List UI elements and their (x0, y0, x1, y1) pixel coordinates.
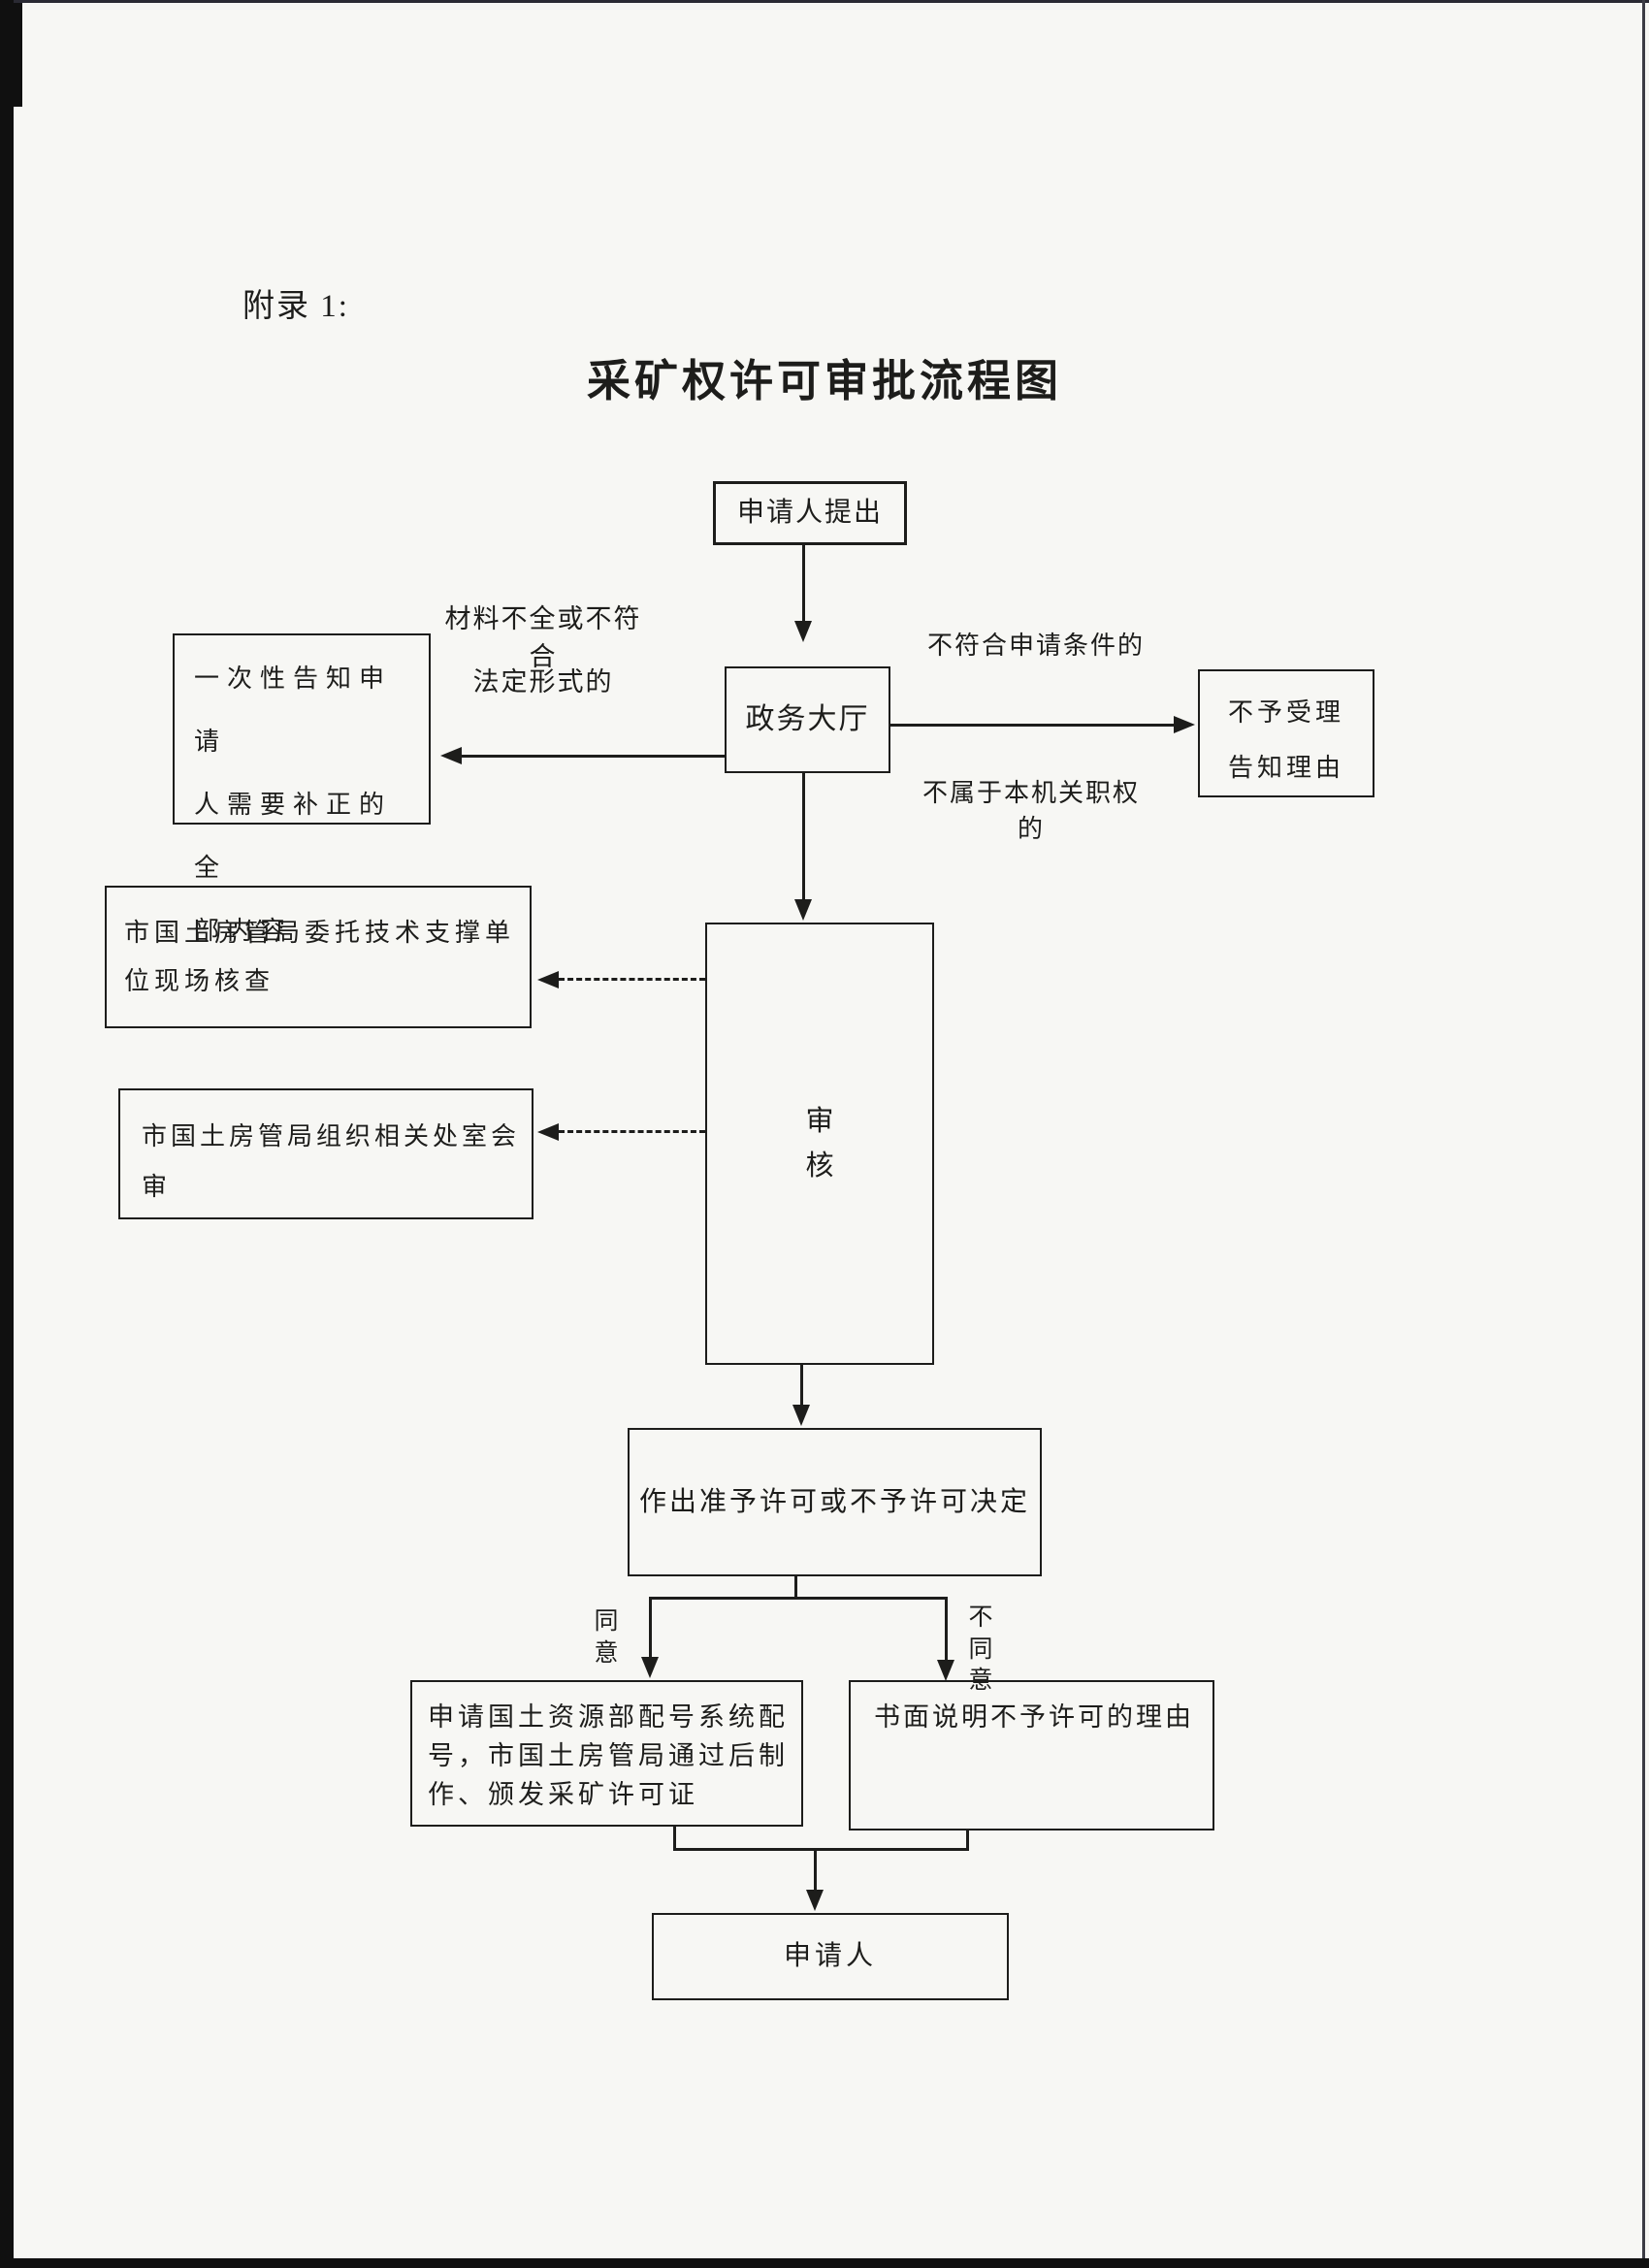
arrowhead-hall-to-notify (440, 747, 462, 764)
connector-review-to-field-dashed (559, 978, 705, 981)
node-written-explanation: 书面说明不予许可的理由 (849, 1680, 1214, 1831)
node-review: 审 核 (705, 923, 934, 1365)
node-joint-review: 市国土房管局组织相关处室会 审 (118, 1088, 534, 1219)
page-title: 采矿权许可审批流程图 (586, 357, 1062, 405)
edge-label-agree: 同意 (594, 1608, 619, 1667)
connector-disagree-branch (945, 1597, 948, 1661)
arrowhead-review-to-joint (537, 1123, 559, 1141)
connector-merge-to-applicant (814, 1848, 817, 1890)
appendix-label: 附录 1: (242, 289, 349, 324)
node-decision-label: 作出准予许可或不予许可决定 (638, 1486, 1030, 1517)
connector-split-horizontal (649, 1597, 948, 1600)
connector-license-down (673, 1827, 676, 1851)
node-not-accepted: 不予受理 告知理由 (1198, 669, 1374, 797)
node-service-hall: 政务大厅 (725, 666, 890, 773)
scan-edge-left-top (14, 0, 22, 107)
connector-merge-horizontal (673, 1848, 968, 1851)
node-not-accepted-line2: 告知理由 (1227, 754, 1344, 782)
scan-edge-right (1642, 0, 1645, 2268)
scan-edge-left (0, 0, 14, 2258)
node-notify-correction-line2: 人需要补正的全 (194, 791, 393, 882)
node-notify-correction: 一次性告知申请 人需要补正的全 部内容 (173, 633, 431, 945)
node-notify-correction-line1: 一次性告知申请 (194, 664, 393, 756)
scan-edge-bottom (0, 2258, 1649, 2268)
node-field-verification-line2: 位现场核查 (124, 967, 275, 995)
node-joint-review-line2: 审 (142, 1173, 172, 1201)
node-review-char1: 审 (805, 1106, 834, 1137)
connector-agree-branch (649, 1597, 652, 1658)
edge-label-not-meeting-conditions: 不符合申请条件的 (926, 632, 1145, 660)
connector-review-to-joint-dashed (559, 1130, 705, 1133)
connector-review-to-decision (800, 1365, 803, 1406)
edge-label-disagree: 不同意 (968, 1604, 993, 1694)
node-issue-license-line2: 号，市国土房管局通过后制 (428, 1741, 789, 1770)
node-field-verification-line1: 市国土房管局委托技术支撑单 (124, 919, 516, 947)
arrowhead-agree-branch (641, 1657, 659, 1678)
edge-label-not-within-authority: 不属于本机关职权的 (922, 779, 1140, 843)
node-issue-license: 申请国土资源部配号系统配 号，市国土房管局通过后制 作、颁发采矿许可证 (410, 1680, 803, 1827)
connector-hall-to-review (802, 773, 805, 899)
node-joint-review-line1: 市国土房管局组织相关处室会 (142, 1122, 521, 1150)
arrowhead-review-to-field (537, 971, 559, 988)
node-notify-correction-line3: 部内容 (194, 917, 294, 945)
connector-submit-to-hall (802, 545, 805, 621)
edge-label-incomplete-materials-line1: 材料不全或不符合 (444, 604, 642, 671)
node-issue-license-line1: 申请国土资源部配号系统配 (428, 1702, 789, 1732)
arrowhead-review-to-decision (792, 1405, 810, 1426)
connector-decision-stub (794, 1576, 797, 1599)
node-decision: 作出准予许可或不予许可决定 (628, 1428, 1042, 1576)
node-not-accepted-line1: 不予受理 (1227, 698, 1344, 727)
scan-edge-top (14, 0, 1649, 3)
connector-hall-to-notify (462, 755, 725, 758)
node-service-hall-label: 政务大厅 (745, 703, 870, 735)
node-review-char2: 核 (805, 1150, 834, 1182)
node-field-verification: 市国土房管局委托技术支撑单 位现场核查 (105, 886, 532, 1028)
connector-hall-to-reject (890, 724, 1174, 727)
arrowhead-hall-to-review (794, 899, 812, 921)
arrowhead-hall-to-reject (1174, 716, 1195, 733)
node-applicant-submit: 申请人提出 (713, 481, 907, 545)
connector-explanation-down (966, 1831, 969, 1851)
arrowhead-submit-to-hall (794, 621, 812, 642)
node-issue-license-line3: 作、颁发采矿许可证 (428, 1780, 698, 1809)
node-applicant-result: 申请人 (652, 1913, 1009, 2000)
arrowhead-disagree-branch (937, 1660, 954, 1681)
node-applicant-submit-label: 申请人提出 (736, 498, 883, 529)
edge-label-incomplete-materials-line2: 法定形式的 (472, 667, 614, 697)
node-applicant-result-label: 申请人 (783, 1941, 877, 1972)
node-written-explanation-label: 书面说明不予许可的理由 (874, 1702, 1194, 1732)
arrowhead-merge-to-applicant (806, 1890, 824, 1911)
